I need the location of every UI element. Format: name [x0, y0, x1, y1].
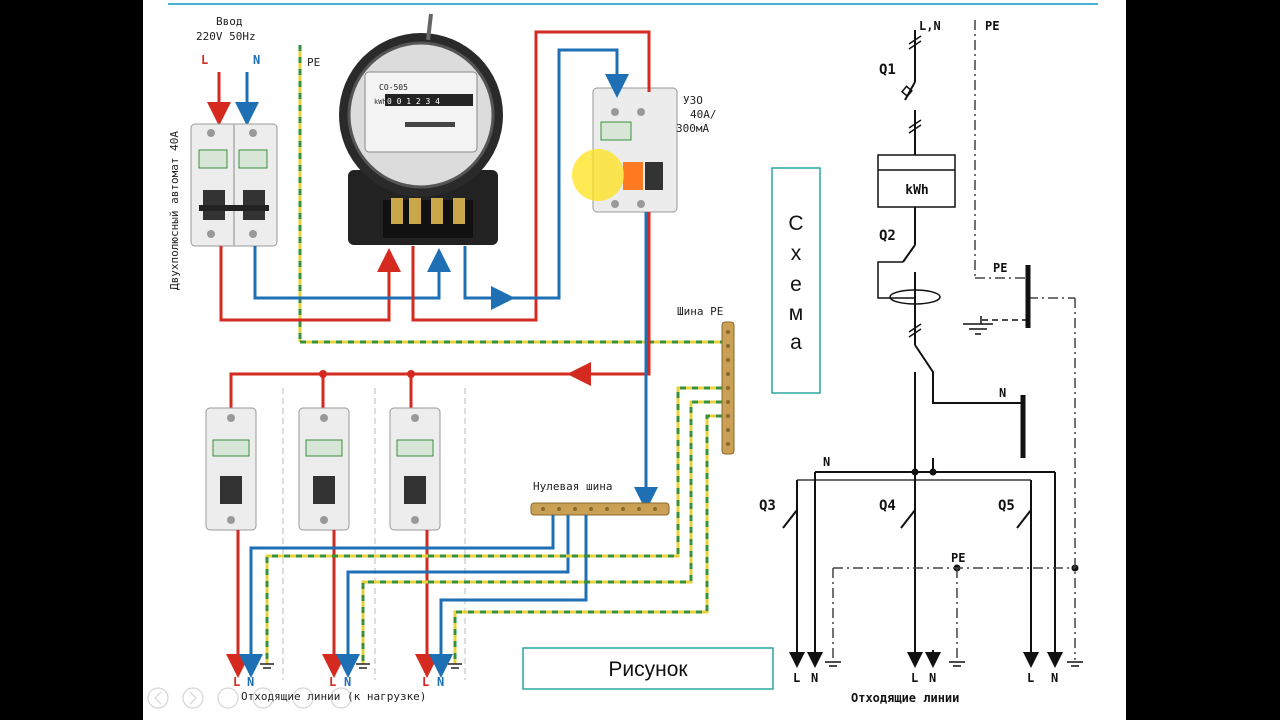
rcd [572, 87, 678, 213]
wire-breaker-meter-N [253, 246, 451, 300]
rcd-label-2: 40А/ [690, 108, 717, 121]
schema-box [771, 167, 821, 394]
schem-out-L3: L [1027, 671, 1034, 685]
schem-top-LN: L,N [919, 19, 941, 33]
neutral-bus-label: Нулевая шина [533, 480, 612, 493]
out-label-L1: L [233, 675, 240, 689]
pe-bus-label: Шина PE [677, 305, 723, 318]
input-label-PE: PE [307, 56, 320, 69]
pen-icon[interactable] [217, 687, 239, 709]
meter-unit: kWh [374, 98, 387, 106]
schem-top-PE: PE [985, 19, 999, 33]
out-label-N3: N [437, 675, 444, 689]
view-icon[interactable] [292, 687, 314, 709]
pe-bus [721, 321, 735, 455]
prev-slide-icon[interactable] [147, 687, 169, 709]
input-spec: 220V 50Hz [196, 30, 256, 43]
more-icon[interactable] [330, 687, 352, 709]
wire-meter-rcd-L [411, 30, 651, 322]
meter-model: CO-505 [379, 83, 408, 92]
wire-rcd-out-L [229, 212, 651, 408]
schem-n-label: N [999, 386, 1006, 400]
schem-q1: Q1 [879, 62, 896, 78]
schem-outgoing-label: Отходящие линии [851, 691, 959, 705]
rcd-label-3: 300мА [676, 122, 709, 135]
rcd-label-1: УЗО [683, 94, 703, 107]
svg-text:м: м [789, 302, 803, 325]
schem-out-L2: L [911, 671, 918, 685]
input-title: Ввод [216, 15, 243, 28]
zoom-icon[interactable] [252, 687, 274, 709]
schem-q2: Q2 [879, 228, 896, 244]
out-label-L3: L [422, 675, 429, 689]
out-label-L2: L [329, 675, 336, 689]
figure-box [522, 647, 774, 690]
schem-out-N2: N [929, 671, 936, 685]
double-pole-breaker [190, 123, 278, 247]
schem-q4: Q4 [879, 498, 896, 514]
wire-meter-rcd-N [463, 48, 629, 300]
input-labels: Ввод 220V 50Hz L N PE [196, 15, 320, 69]
svg-text:0 0 1 2 3 4: 0 0 1 2 3 4 [387, 97, 440, 106]
svg-text:а: а [790, 331, 802, 354]
slide: Ввод 220V 50Hz L N PE Двухполюсный автом… [143, 0, 1126, 720]
electricity-meter: CO-505 0 0 1 2 3 4 kWh [339, 13, 503, 245]
schem-kwh: kWh [905, 183, 928, 198]
input-label-L: L [201, 53, 208, 67]
figure-caption: Рисунок [608, 658, 688, 681]
wire-breaker-meter-L [219, 246, 401, 322]
schem-n2-label: N [823, 455, 830, 469]
schem-out-L1: L [793, 671, 800, 685]
schem-pe2-label: PE [951, 551, 965, 565]
out-wire-N1 [239, 515, 555, 678]
breaker-2 [298, 407, 350, 531]
svg-text:е: е [790, 273, 802, 296]
schem-pe-label: PE [993, 261, 1007, 275]
neutral-bus [530, 502, 670, 516]
out-label-N2: N [344, 675, 351, 689]
pe-conductor [832, 20, 1076, 660]
schema-letters: С х е м а [788, 212, 803, 354]
breaker-1 [205, 407, 257, 531]
breaker-label: Двухполюсный автомат 40А [168, 131, 181, 290]
out-wire-N2 [336, 515, 570, 678]
svg-text:С: С [788, 212, 803, 235]
svg-text:х: х [791, 242, 802, 265]
slide-nav [147, 687, 352, 709]
input-label-N: N [253, 53, 260, 67]
wiring-diagram: Ввод 220V 50Hz L N PE Двухполюсный автом… [147, 3, 1098, 709]
next-slide-icon[interactable] [182, 687, 204, 709]
schem-out-N1: N [811, 671, 818, 685]
schem-q3: Q3 [759, 498, 776, 514]
schem-q5: Q5 [998, 498, 1015, 514]
breaker-3 [389, 407, 441, 531]
out-label-N1: N [247, 675, 254, 689]
schem-out-N3: N [1051, 671, 1058, 685]
out-pe-wires [265, 386, 722, 664]
outgoing-lines-label: Отходящие линии (к нагрузке) [241, 690, 426, 703]
single-line-schematic [782, 30, 1056, 660]
